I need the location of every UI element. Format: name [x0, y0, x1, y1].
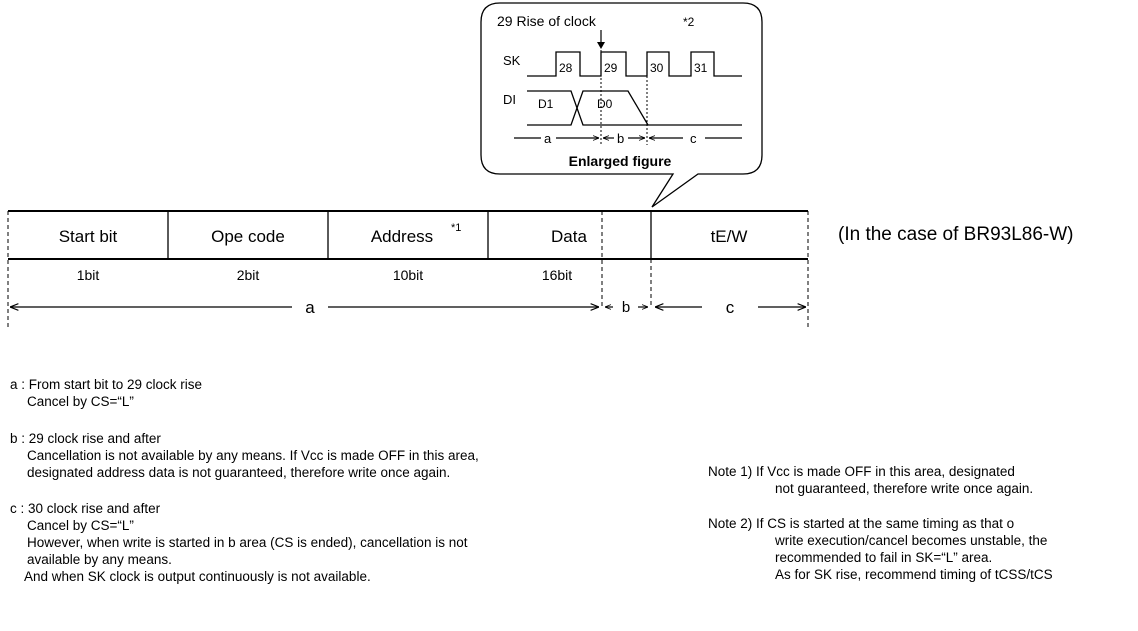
note-b-head: b : 29 clock rise and after [10, 431, 161, 446]
note-c-head: c : 30 clock rise and after [10, 501, 161, 516]
di-label: DI [503, 92, 516, 107]
sk-pulse-31: 31 [694, 61, 708, 75]
bubble-region-a: a [544, 131, 552, 146]
sk-pulse-29: 29 [604, 61, 618, 75]
di-waveform-upper [527, 90, 649, 126]
note-2-line-2: recommended to fail in SK=“L” area. [775, 550, 993, 565]
sk-pulse-30: 30 [650, 61, 664, 75]
cell-address: Address [371, 227, 433, 246]
note-a: a : From start bit to 29 clock rise Canc… [10, 376, 202, 410]
bits-start: 1bit [77, 267, 100, 283]
bits-opcode: 2bit [237, 267, 260, 283]
note-b-line-1: Cancellation is not available by any mea… [27, 448, 479, 463]
cell-address-ref: *1 [451, 222, 461, 234]
note-c-line-1: Cancel by CS=“L” [27, 518, 134, 533]
note-2-head: Note 2) If CS is started at the same tim… [708, 516, 1015, 531]
note-b: b : 29 clock rise and after Cancellation… [10, 430, 479, 481]
sk-waveform [527, 51, 742, 77]
bubble-caption: Enlarged figure [569, 153, 672, 169]
di-data-d0: D0 [597, 97, 613, 111]
bits-address: 10bit [393, 267, 423, 283]
note-c-line-3: available by any means. [27, 552, 172, 567]
note-a-head: a : From start bit to 29 clock rise [10, 377, 203, 392]
case-label: (In the case of BR93L86-W) [838, 224, 1074, 245]
span-region-b: b [622, 299, 630, 316]
note-2-line-3: As for SK rise, recommend timing of tCSS… [775, 567, 1053, 582]
note-c-line-2: However, when write is started in b area… [27, 535, 468, 550]
di-data-d1: D1 [538, 97, 554, 111]
note-2-line-1: write execution/cancel becomes unstable,… [775, 533, 1048, 548]
enlarged-figure-bubble [480, 2, 763, 208]
bubble-region-b: b [617, 131, 624, 146]
span-region-c: c [726, 298, 735, 317]
cell-ope-code: Ope code [211, 227, 285, 246]
sk-label: SK [503, 53, 521, 68]
clock-rise-pointer-head [597, 42, 605, 49]
bubble-title: 29 Rise of clock [497, 13, 597, 29]
bubble-region-c: c [690, 131, 697, 146]
cell-start-bit: Start bit [59, 227, 118, 246]
note-c: c : 30 clock rise and after Cancel by CS… [10, 500, 467, 585]
note-2: Note 2) If CS is started at the same tim… [708, 515, 1053, 583]
note-c-line-4: And when SK clock is output continuously… [24, 569, 371, 584]
sk-pulse-28: 28 [559, 61, 573, 75]
note-a-line-1: Cancel by CS=“L” [27, 394, 134, 409]
note-b-line-2: designated address data is not guarantee… [27, 465, 451, 480]
note-1-head: Note 1) If Vcc is made OFF in this area,… [708, 464, 1015, 479]
span-region-a: a [305, 298, 315, 317]
cell-data: Data [551, 227, 587, 246]
bits-data: 16bit [542, 267, 572, 283]
note-1-line-1: not guaranteed, therefore write once aga… [775, 481, 1034, 496]
bubble-title-ref: *2 [683, 15, 695, 29]
cell-tew: tE/W [711, 227, 748, 246]
note-1: Note 1) If Vcc is made OFF in this area,… [708, 463, 1033, 497]
